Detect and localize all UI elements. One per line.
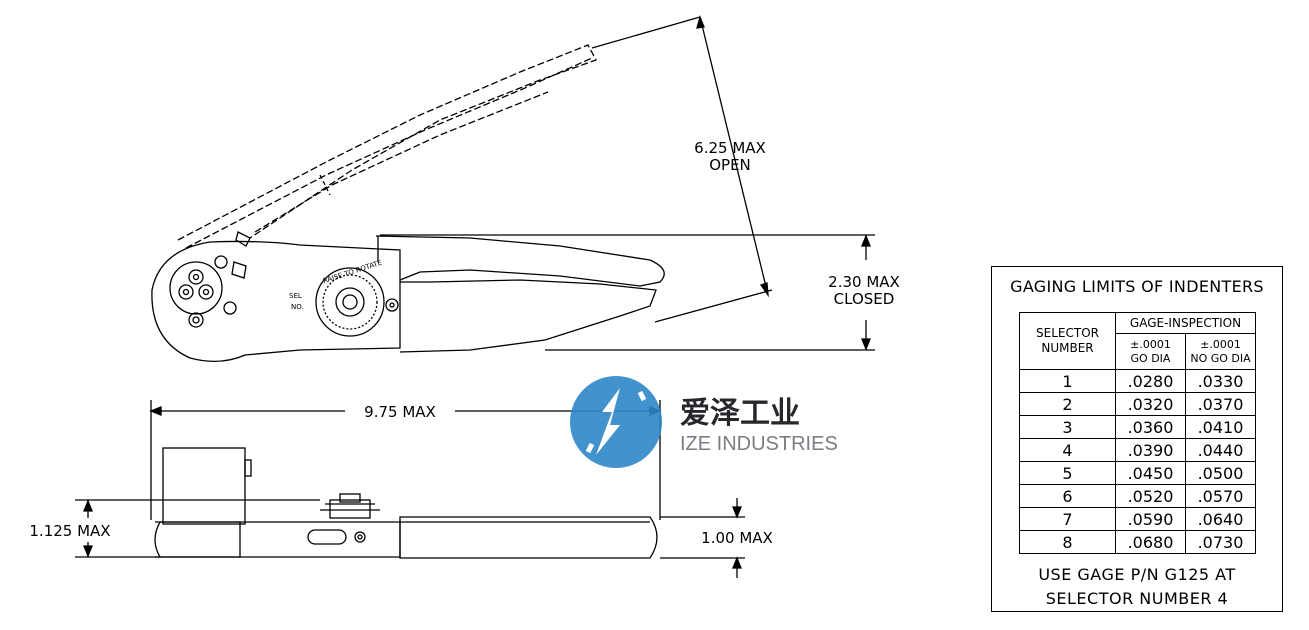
selector-header-line1: SELECTOR: [1036, 326, 1099, 340]
dim-open: [591, 14, 773, 323]
fixed-handle: [375, 235, 665, 287]
go-cell: .0360: [1115, 415, 1186, 439]
gage-note: USE GAGE P/N G125 AT SELECTOR NUMBER 4: [992, 563, 1282, 611]
gaging-title: GAGING LIMITS OF INDENTERS: [1010, 277, 1264, 296]
height-dim-text: 1.125 MAX: [29, 522, 110, 540]
gaging-table: SELECTOR NUMBER GAGE-INSPECTION ±.0001 G…: [1019, 311, 1256, 554]
crimp-tool-top-view: [151, 44, 665, 362]
handle-dim-text: 1.00 MAX: [701, 529, 773, 547]
watermark-logo: [570, 376, 662, 468]
sel-cell: 4: [1019, 438, 1116, 462]
die-cluster: [169, 261, 223, 315]
watermark-en: IZE INDUSTRIES: [680, 433, 838, 455]
table-row: 6.0520.0570: [1019, 484, 1256, 508]
nogo-cell: .0330: [1185, 369, 1256, 393]
dial-text: RAISE TO ROTATE: [322, 259, 383, 286]
gage-note-line1: USE GAGE P/N G125 AT: [1038, 565, 1236, 584]
inspection-header: GAGE-INSPECTION: [1115, 311, 1256, 335]
nogo-header: ±.0001 NO GO DIA: [1185, 333, 1256, 370]
go-cell: .0680: [1115, 530, 1186, 554]
sel-label-1: SEL: [289, 292, 302, 300]
sel-cell: 5: [1019, 461, 1116, 485]
side-body: [154, 521, 401, 558]
nogo-cell: .0500: [1185, 461, 1256, 485]
nogo-header-line2: NO GO DIA: [1190, 351, 1251, 365]
sel-label-2: NO.: [291, 303, 304, 311]
table-row: 7.0590.0640: [1019, 507, 1256, 531]
table-row: 5.0450.0500: [1019, 461, 1256, 485]
upper-screw: [214, 255, 228, 269]
table-row: 1.0280.0330: [1019, 369, 1256, 393]
sel-cell: 2: [1019, 392, 1116, 416]
go-cell: .0590: [1115, 507, 1186, 531]
lower-screw: [188, 312, 204, 328]
nogo-cell: .0370: [1185, 392, 1256, 416]
logo-circle-icon: [570, 376, 662, 468]
table-row: 3.0360.0410: [1019, 415, 1256, 439]
closed-dim-line2: CLOSED: [834, 290, 895, 308]
dim-height: [75, 499, 320, 558]
nogo-cell: .0730: [1185, 530, 1256, 554]
selector-header: SELECTOR NUMBER: [1019, 312, 1116, 370]
open-dim-line1: 6.25 MAX: [694, 139, 766, 157]
go-cell: .0450: [1115, 461, 1186, 485]
table-row: 8.0680.0730: [1019, 530, 1256, 554]
side-handle: [399, 516, 658, 559]
go-cell: .0520: [1115, 484, 1186, 508]
table-row: 4.0390.0440: [1019, 438, 1256, 462]
go-cell: .0280: [1115, 369, 1186, 393]
crimp-tool-side-view: [154, 447, 658, 559]
pivot-screw: [223, 301, 237, 315]
closed-dim-line1: 2.30 MAX: [828, 273, 900, 291]
selector-header-line2: NUMBER: [1041, 341, 1094, 355]
nogo-cell: .0570: [1185, 484, 1256, 508]
table-row: 2.0320.0370: [1019, 392, 1256, 416]
tool-head: [151, 240, 401, 362]
sel-cell: 1: [1019, 369, 1116, 393]
open-handle-outline: [177, 44, 597, 241]
go-cell: .0390: [1115, 438, 1186, 462]
nogo-cell: .0440: [1185, 438, 1256, 462]
dim-handle: [660, 498, 745, 578]
dim-closed: [380, 234, 875, 351]
length-dim-text: 9.75 MAX: [364, 403, 436, 421]
nogo-cell: .0640: [1185, 507, 1256, 531]
sel-cell: 7: [1019, 507, 1116, 531]
gage-note-line2: SELECTOR NUMBER 4: [1045, 589, 1229, 608]
go-header-line2: GO DIA: [1130, 351, 1171, 365]
sel-cell: 3: [1019, 415, 1116, 439]
go-header-line1: ±.0001: [1130, 337, 1171, 351]
selector-dial: [315, 267, 385, 337]
open-dim-line2: OPEN: [709, 156, 751, 174]
gaging-limits-panel: GAGING LIMITS OF INDENTERS SELECTOR NUMB…: [991, 266, 1283, 612]
nogo-cell: .0410: [1185, 415, 1256, 439]
go-cell: .0320: [1115, 392, 1186, 416]
sel-cell: 6: [1019, 484, 1116, 508]
sel-cell: 8: [1019, 530, 1116, 554]
watermark-cn: 爱泽工业: [680, 396, 800, 431]
nogo-header-line1: ±.0001: [1200, 337, 1241, 351]
go-header: ±.0001 GO DIA: [1115, 333, 1186, 370]
